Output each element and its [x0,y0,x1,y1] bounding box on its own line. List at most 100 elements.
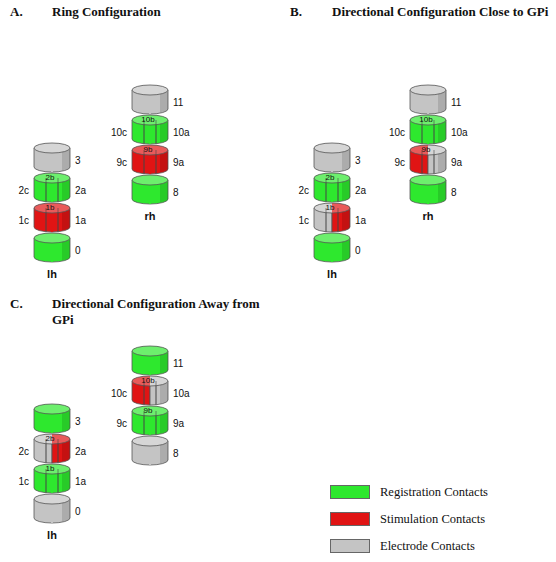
segment-gap [58,208,59,213]
segment-number: 2b [326,174,335,182]
segment-number: 2b [46,435,55,443]
segment-gap [156,120,157,125]
segment-gap [422,125,423,144]
segment-gap [156,155,157,174]
contact-number: 0 [75,245,81,256]
segment-gap [338,183,339,202]
contact-top-rim [132,406,168,416]
segment-number: 9b [144,407,153,415]
hemisphere-label: lh [47,268,57,280]
segment-gap [434,125,435,144]
contact-top-rim [314,233,350,243]
segment-gap [58,439,59,444]
segment-gap [58,474,59,493]
segment-number: 9b [422,146,431,154]
contact-number: 8 [173,187,179,198]
legend-text: Registration Contacts [380,485,488,500]
legend-text: Electrode Contacts [380,539,475,554]
segment-gap [156,411,157,416]
legend-swatch [330,512,370,526]
legend-text: Stimulation Contacts [380,512,485,527]
segment-gap [156,386,157,405]
segment-gap [338,213,339,232]
segment-gap [434,155,435,174]
panel-letter: B. [290,4,302,20]
contact-number: 9a [173,418,184,429]
segment-number: 1b [46,465,55,473]
segment-gap [144,155,145,174]
contact-top-rim [314,143,350,153]
contact-number: 0 [355,245,361,256]
contact-number: 10c [111,388,127,399]
contact-number: 3 [355,155,361,166]
segment-gap [338,208,339,213]
legend-swatch [330,539,370,553]
segment-gap [326,213,327,232]
contact-number: 8 [451,187,457,198]
segment-gap [434,120,435,125]
segment-gap [144,125,145,144]
contact-number: 11 [451,97,461,108]
contact-top-rim [34,494,70,504]
hemisphere-label: rh [145,210,156,222]
contact-top-rim [132,376,168,386]
segment-gap [58,183,59,202]
hemisphere-label: lh [327,268,337,280]
contact-number: 10c [389,127,405,138]
contact-top-rim [132,85,168,95]
hemisphere-label: rh [423,210,434,222]
contact-number: 8 [173,448,179,459]
segment-gap [58,178,59,183]
contact-top-rim [132,145,168,155]
contact-top-rim [34,203,70,213]
contact-number: 1a [75,476,86,487]
contact-top-rim [314,173,350,183]
segment-number: 1b [326,204,335,212]
segment-gap [46,474,47,493]
panel-heading: Directional Configuration Away from GPi [52,296,274,327]
panel-heading: Directional Configuration Close to GPi [332,4,548,20]
contact-top-rim [34,464,70,474]
contact-number: 1c [18,215,29,226]
panel-heading: Ring Configuration [52,4,161,20]
contact-top-rim [34,233,70,243]
contact-number: 10a [173,388,190,399]
segment-gap [422,155,423,174]
segment-gap [326,183,327,202]
segment-gap [338,178,339,183]
contact-top-rim [410,175,446,185]
segment-gap [434,150,435,155]
contact-top-rim [34,173,70,183]
segment-number: 9b [144,146,153,154]
contact-number: 11 [173,97,183,108]
segment-gap [46,213,47,232]
contact-number: 0 [75,506,81,517]
contact-number: 2c [18,446,29,457]
segment-number: 10b [419,116,432,124]
contact-top-rim [132,346,168,356]
segment-number: 2b [46,174,55,182]
contact-number: 9c [116,418,127,429]
contact-number: 2a [355,185,366,196]
contact-number: 1c [298,215,309,226]
segment-gap [46,444,47,463]
panel-letter: A. [10,4,23,20]
segment-gap [144,416,145,435]
contact-number: 9c [116,157,127,168]
panel-letter: C. [10,296,23,312]
contact-number: 2c [18,185,29,196]
contact-top-rim [410,85,446,95]
contact-number: 10a [451,127,468,138]
contact-number: 9a [173,157,184,168]
contact-top-rim [410,115,446,125]
hemisphere-label: lh [47,529,57,541]
segment-gap [156,150,157,155]
contact-number: 2a [75,185,86,196]
legend-swatch [330,485,370,499]
segment-gap [156,381,157,386]
contact-number: 1a [75,215,86,226]
segment-gap [58,469,59,474]
contact-top-rim [410,145,446,155]
segment-number: 10b [141,377,154,385]
